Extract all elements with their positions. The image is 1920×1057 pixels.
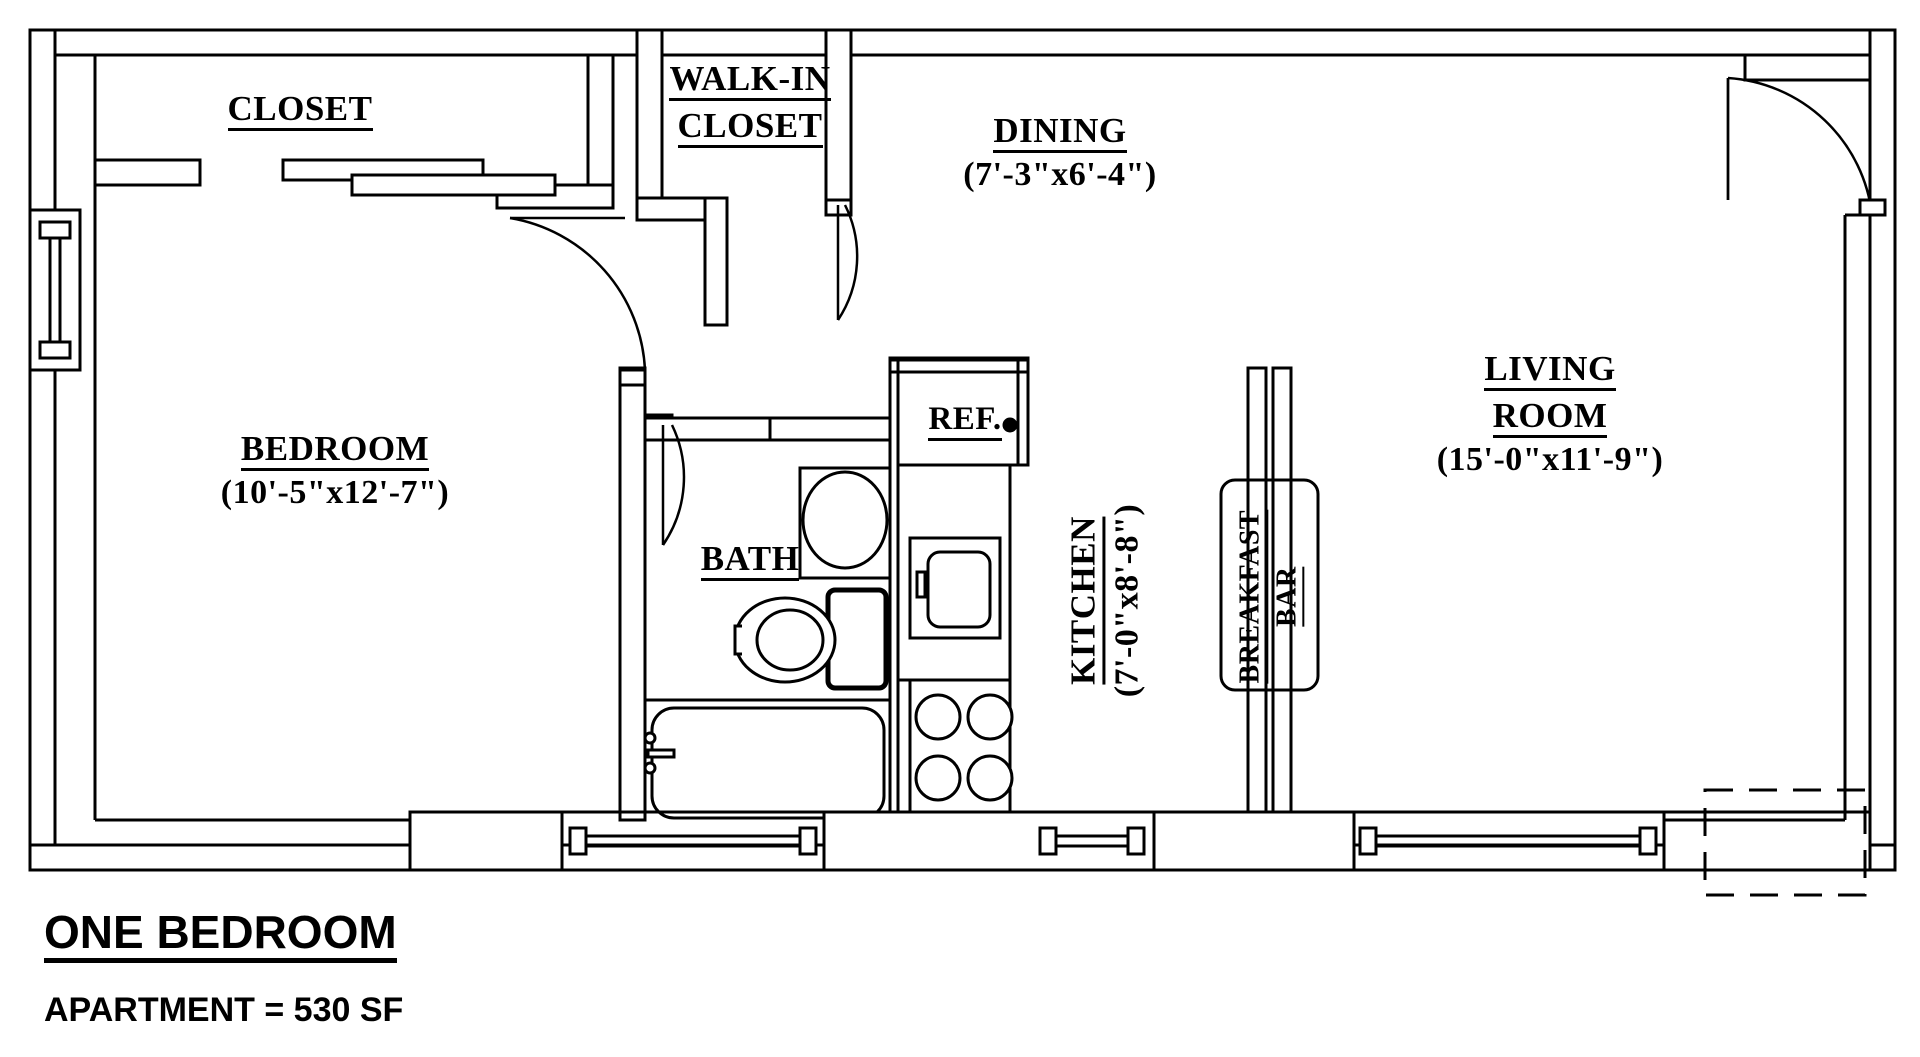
exterior-wall-right [1868, 28, 1897, 872]
wall-segment-bottom-right [1662, 810, 1872, 872]
entry-door [1726, 53, 1887, 217]
closet-sliding-doors [281, 158, 557, 197]
kitchen-upper-wall [888, 356, 1030, 374]
exterior-wall-left [28, 28, 57, 872]
kitchen-sink [908, 536, 1002, 640]
room-label-walk-in-closet: WALK-IN CLOSET [620, 60, 880, 149]
bathtub [643, 698, 890, 820]
toilet [733, 587, 889, 691]
range-cooktop [896, 678, 1014, 822]
bedroom-door [509, 216, 647, 371]
fixture-label-refrigerator: REF. [900, 402, 1030, 441]
room-label-living-room: LIVING ROOM (15'-0"x11'-9") [1436, 349, 1664, 479]
lavatory-counter [798, 466, 892, 580]
exterior-wall-top [28, 28, 1897, 57]
walkin-closet-walls [635, 28, 853, 327]
title-block: ONE BEDROOM APARTMENT = 530 SF [44, 908, 403, 1030]
room-label-closet: CLOSET [140, 90, 460, 132]
room-label-bath: BATH [650, 540, 850, 582]
bath-door [661, 424, 686, 546]
interior-wall-face-right [1843, 213, 1870, 820]
window-left [28, 208, 82, 372]
label-breakfast-bar: BREAKFAST BAR [1234, 432, 1305, 762]
window-bottom-2 [822, 810, 1156, 872]
room-label-dining: DINING (7'-3"x6'-4") [963, 111, 1157, 194]
page-title: ONE BEDROOM [44, 908, 397, 964]
area-note: APARTMENT = 530 SF [44, 991, 404, 1030]
walkin-closet-door [836, 204, 859, 321]
room-label-kitchen: KITCHEN (7'-0"x8'-8") [1063, 503, 1146, 698]
room-label-bedroom: BEDROOM (10'-5"x12'-7") [220, 429, 450, 512]
refrigerator [896, 358, 1030, 467]
window-bottom-3 [1152, 810, 1666, 872]
dashed-utility-outline [1703, 788, 1867, 897]
